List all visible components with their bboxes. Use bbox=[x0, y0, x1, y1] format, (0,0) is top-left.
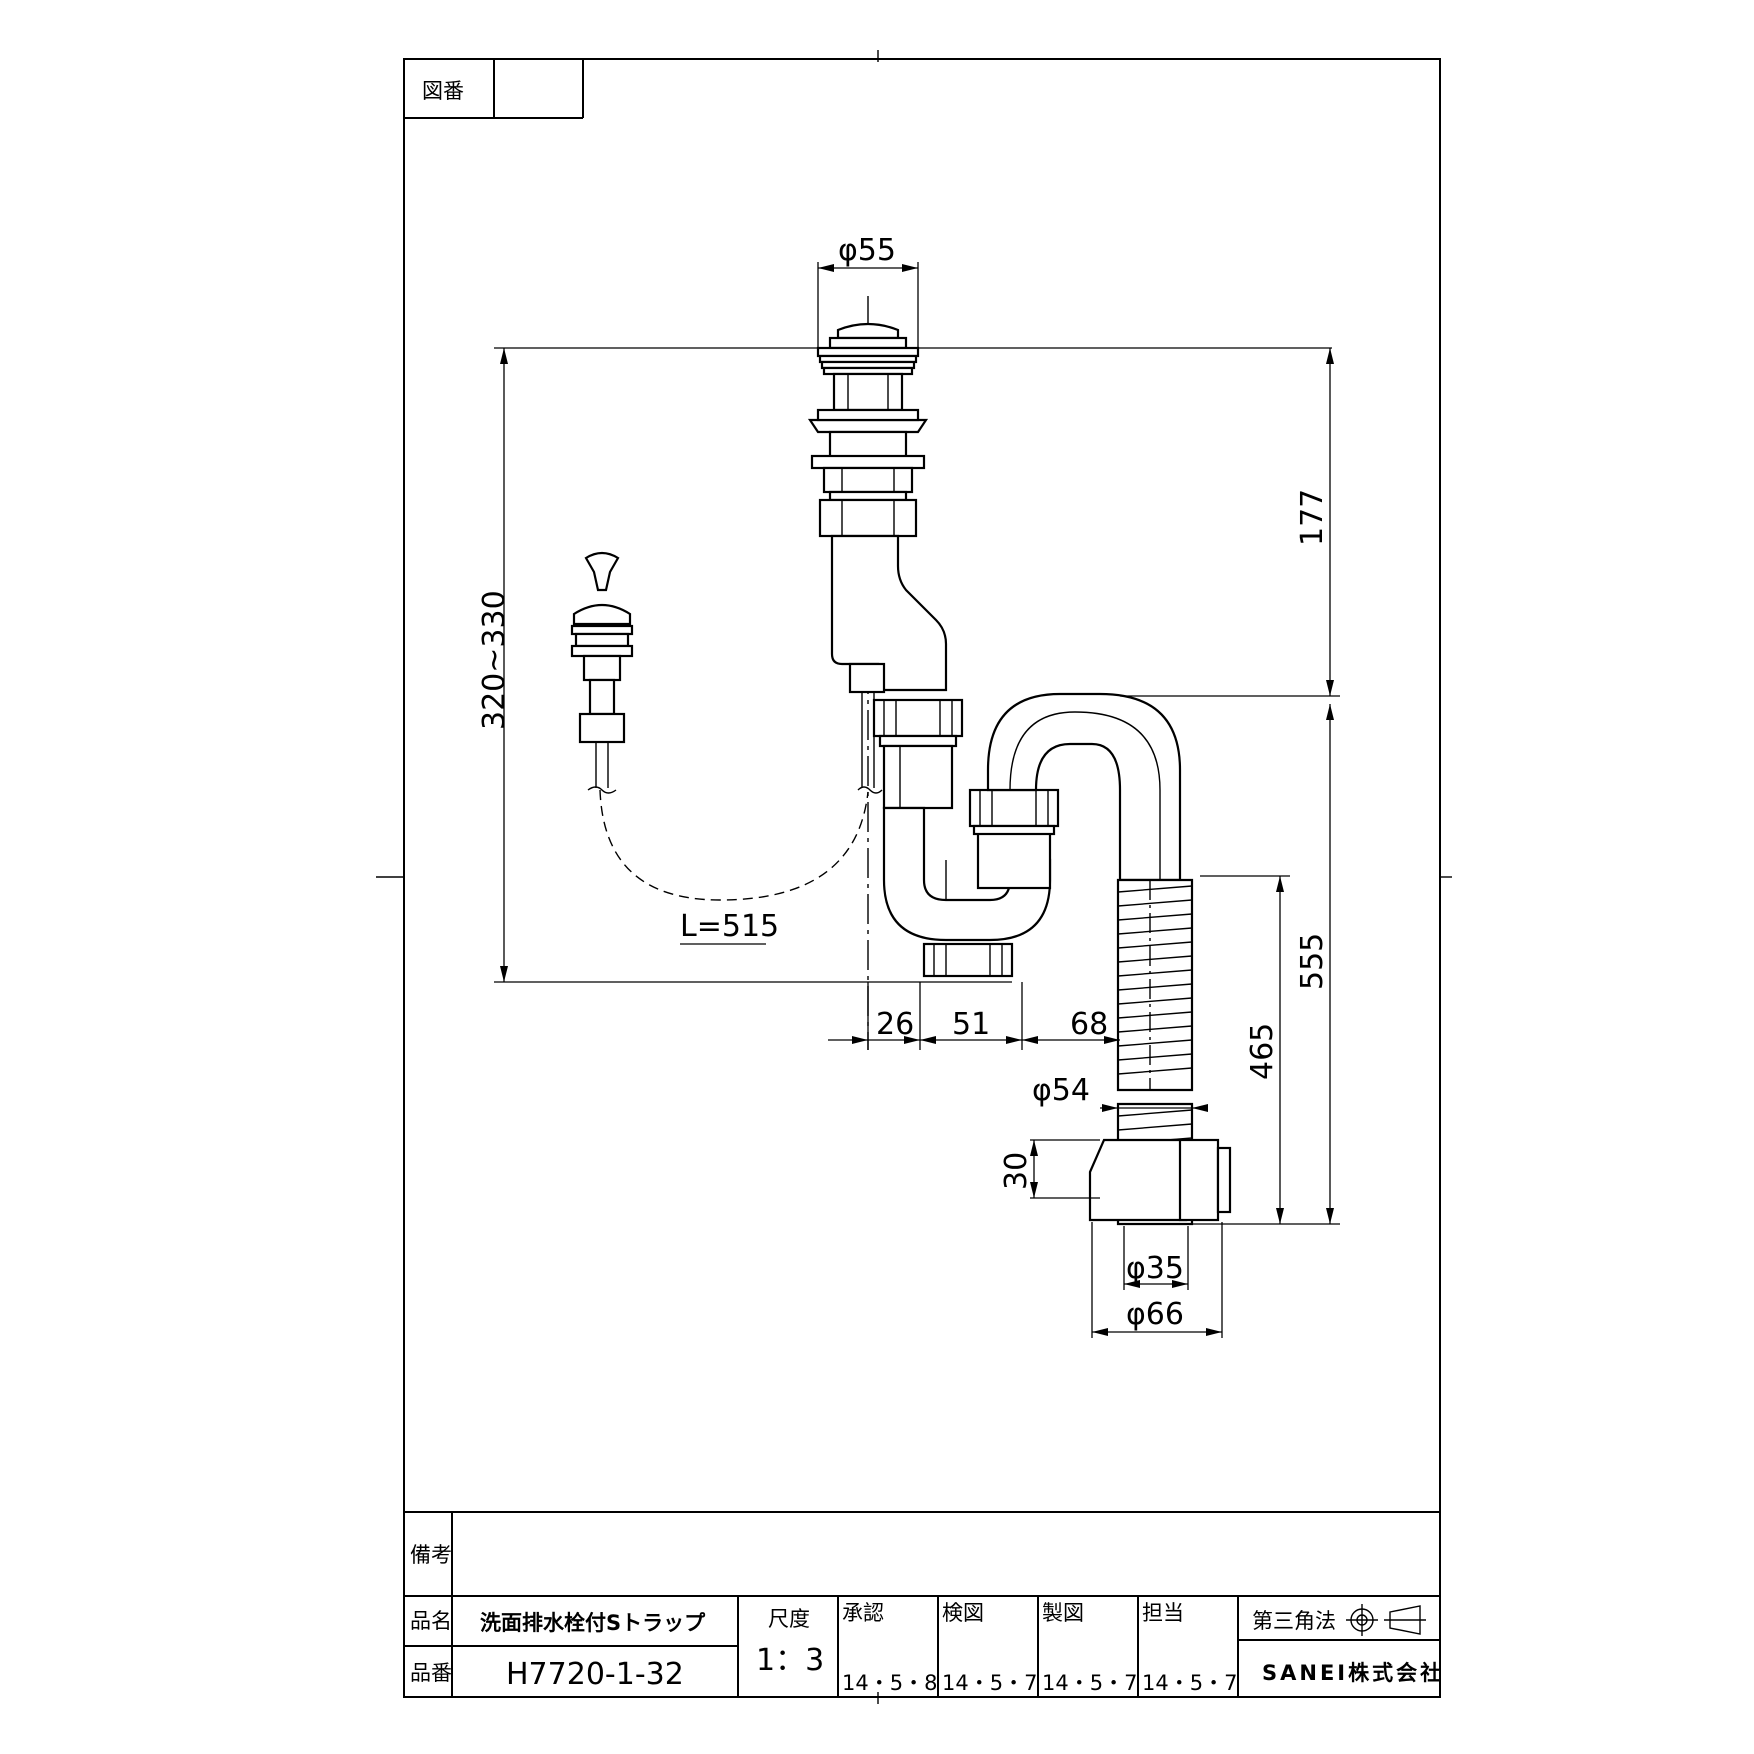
dim-width-26: 26 bbox=[876, 1007, 914, 1042]
dim-diameter-66: φ66 bbox=[1126, 1297, 1184, 1332]
approval-role-1: 承認 bbox=[842, 1601, 884, 1625]
product-name-value: 洗面排水栓付Sトラップ bbox=[480, 1611, 706, 1635]
dim-height-177: 177 bbox=[1295, 489, 1330, 546]
dim-height-320-330: 320~330 bbox=[477, 590, 512, 730]
drawing-frame bbox=[403, 58, 1441, 1698]
dim-diameter-35: φ35 bbox=[1126, 1251, 1184, 1286]
scale-label: 尺度 bbox=[768, 1607, 810, 1631]
drawing-number-box: 図番 bbox=[404, 59, 584, 119]
dim-width-68: 68 bbox=[1070, 1007, 1108, 1042]
dim-height-555: 555 bbox=[1295, 933, 1330, 990]
title-block: 備考 品名 洗面排水栓付Sトラップ 品番 H7720-1-32 尺度 1：3 承… bbox=[404, 1511, 1444, 1697]
approval-role-3: 製図 bbox=[1042, 1601, 1084, 1625]
approval-role-2: 検図 bbox=[942, 1601, 984, 1625]
projection-label: 第三角法 bbox=[1252, 1609, 1336, 1633]
dim-height-465: 465 bbox=[1245, 1023, 1280, 1080]
approval-date-3: 14・5・7 bbox=[1042, 1671, 1137, 1695]
dim-cable-length: L=515 bbox=[680, 909, 779, 944]
product-number-value: H7720-1-32 bbox=[506, 1657, 684, 1692]
approval-role-4: 担当 bbox=[1142, 1601, 1184, 1625]
company-name: SANEI株式会社 bbox=[1262, 1661, 1444, 1685]
third-angle-projection-icon bbox=[1346, 1604, 1426, 1636]
approval-date-4: 14・5・7 bbox=[1142, 1671, 1237, 1695]
approval-date-1: 14・5・8 bbox=[842, 1671, 937, 1695]
dimensions: φ55 320~330 177 555 465 L=515 bbox=[477, 233, 1340, 1338]
dim-diameter-55: φ55 bbox=[838, 233, 896, 268]
approval-date-2: 14・5・7 bbox=[942, 1671, 1037, 1695]
dim-diameter-54: φ54 bbox=[1032, 1073, 1090, 1108]
dim-height-30: 30 bbox=[999, 1152, 1034, 1190]
product-number-label: 品番 bbox=[410, 1661, 452, 1685]
remarks-label: 備考 bbox=[410, 1543, 452, 1567]
scale-value: 1：3 bbox=[756, 1643, 824, 1678]
s-trap-drawing bbox=[570, 296, 1232, 1226]
dim-width-51: 51 bbox=[952, 1007, 990, 1042]
product-name-label: 品名 bbox=[410, 1609, 452, 1633]
drawing-number-label: 図番 bbox=[422, 79, 464, 103]
